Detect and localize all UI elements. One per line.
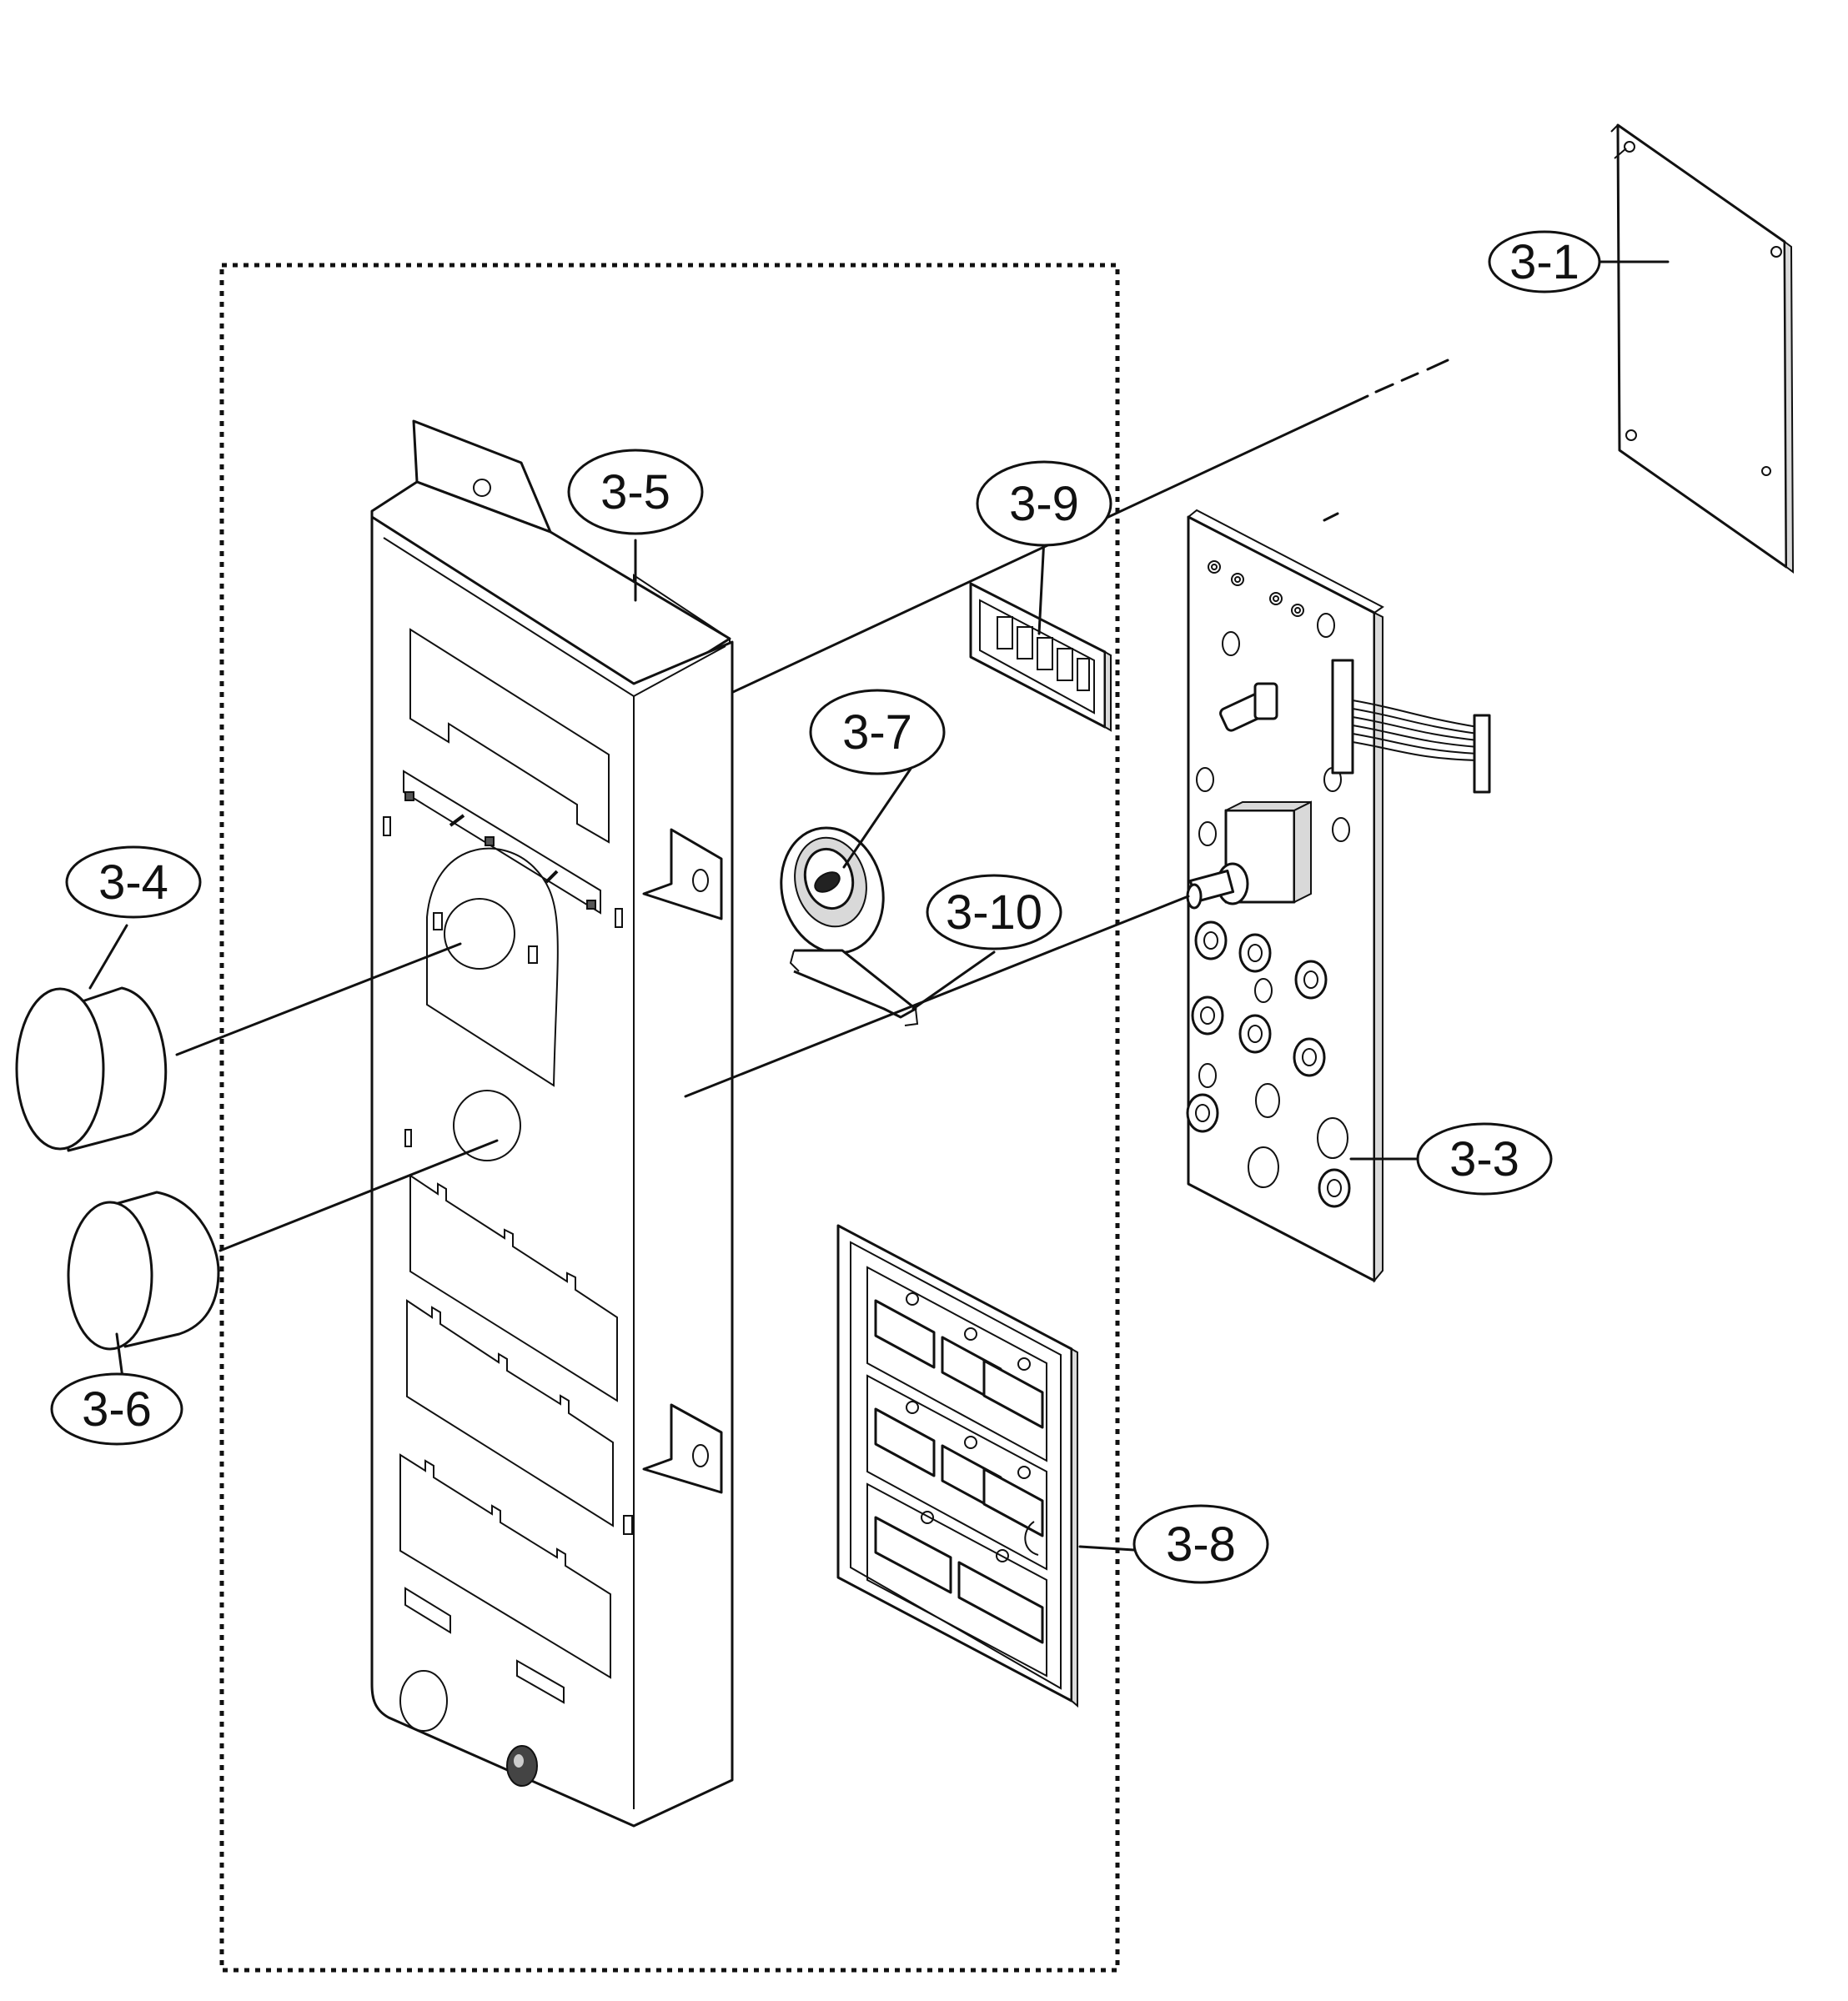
callout-label: 3-8 <box>1166 1517 1236 1572</box>
callout-label: 3-7 <box>842 705 912 760</box>
callout-3-3: 3-3 <box>1416 1122 1553 1196</box>
callout-label: 3-10 <box>946 885 1042 940</box>
callout-3-7: 3-7 <box>809 689 946 775</box>
part-3-5-control-panel-housing <box>370 419 734 1828</box>
callout-label: 3-1 <box>1509 235 1579 289</box>
callout-3-8: 3-8 <box>1132 1504 1269 1584</box>
callout-3-1: 3-1 <box>1488 230 1601 293</box>
leader-lines <box>88 260 1670 1552</box>
callout-label: 3-3 <box>1449 1132 1519 1186</box>
callout-3-4: 3-4 <box>65 845 202 919</box>
callout-label: 3-5 <box>600 465 670 519</box>
part-3-3-control-board <box>1186 509 1491 1283</box>
part-3-10-spring-clip <box>789 949 919 1026</box>
part-3-6-knob <box>67 1191 220 1351</box>
callout-3-9: 3-9 <box>976 460 1112 547</box>
callout-3-6: 3-6 <box>50 1372 183 1446</box>
part-3-8-keypad-frame <box>836 1224 1078 1708</box>
callout-label: 3-6 <box>82 1382 152 1437</box>
part-3-4-knob <box>15 986 168 1152</box>
callout-label: 3-9 <box>1009 477 1079 531</box>
callout-label: 3-4 <box>98 855 168 910</box>
callout-3-10: 3-10 <box>926 874 1062 950</box>
callout-3-5: 3-5 <box>567 449 704 535</box>
assembly-boundary <box>219 263 1120 1973</box>
part-3-7-rotary-ring <box>780 826 885 955</box>
part-3-1-circuit-board <box>1610 123 1795 574</box>
part-3-9-button-cap <box>969 582 1112 732</box>
